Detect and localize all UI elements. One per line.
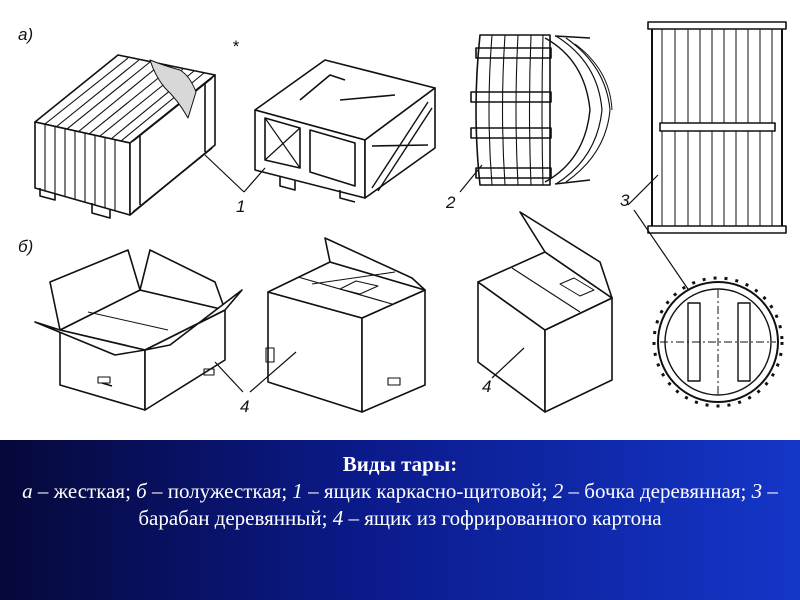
label-group-b: б) — [18, 237, 33, 256]
drawing: а) б) * — [18, 21, 787, 416]
caption-a-text: – жесткая; — [32, 479, 137, 503]
label-1: 1 — [236, 197, 245, 216]
cardboard-open-box — [34, 249, 243, 411]
caption-n1: 1 — [292, 479, 303, 503]
label-star: * — [232, 37, 240, 56]
caption-a-letter: а — [22, 479, 33, 503]
caption-body: а – жесткая; б – полужесткая; 1 – ящик к… — [0, 478, 800, 532]
caption-n1-text: – ящик каркасно-щитовой; — [302, 479, 553, 503]
cardboard-box-right — [477, 211, 613, 413]
caption-b-letter: б — [136, 479, 147, 503]
wooden-drum-side — [647, 21, 787, 234]
label-3: 3 — [620, 191, 630, 210]
label-group-a: а) — [18, 25, 33, 44]
caption-n4-text: – ящик из гофрированного картона — [343, 506, 662, 530]
caption-n4: 4 — [332, 506, 344, 530]
label-2: 2 — [445, 193, 456, 212]
open-crate-frame — [254, 59, 436, 203]
caption-n3-text: – барабан деревянный; — [138, 479, 778, 530]
caption-b-text: – полужесткая; — [146, 479, 293, 503]
cardboard-flap-box — [265, 237, 426, 413]
caption-n2-text: – бочка деревянная; — [563, 479, 752, 503]
caption-n2: 2 — [552, 479, 564, 503]
label-4-left: 4 — [240, 397, 249, 416]
closed-wooden-box — [34, 54, 216, 219]
wooden-barrel — [470, 34, 613, 186]
caption-panel: Виды тары: а – жесткая; б – полужесткая;… — [0, 440, 800, 600]
label-4-right: 4 — [482, 377, 491, 396]
caption-n3: 3 — [751, 479, 763, 503]
caption-title: Виды тары: — [342, 452, 458, 476]
packaging-illustration: а) б) * — [18, 21, 787, 416]
wooden-drum-top — [652, 276, 784, 408]
